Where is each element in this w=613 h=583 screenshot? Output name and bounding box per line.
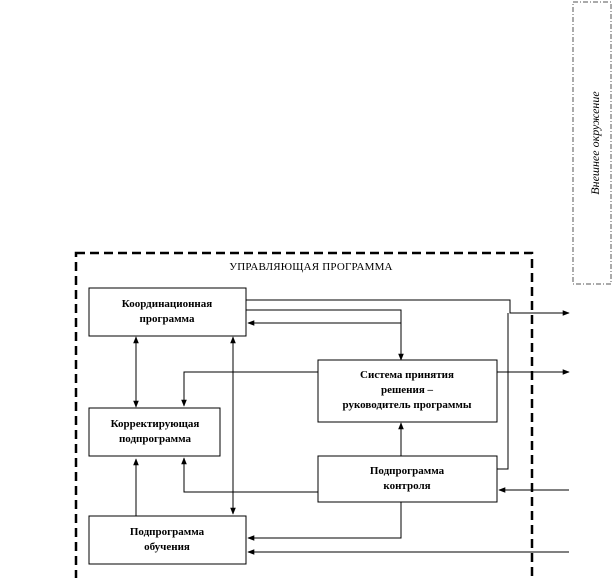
block-learning-line1: Подпрограмма	[130, 526, 205, 538]
arrow-decision-to-correction	[181, 371, 318, 407]
block-control: Подпрограмма контроля	[317, 455, 498, 503]
block-learning-line2: обучения	[144, 541, 190, 553]
block-correction-line1: Корректирующая	[111, 418, 200, 430]
external-environment-label: Внешнее окружение	[588, 91, 602, 195]
block-decision-line2: решения –	[381, 384, 434, 396]
block-learning-frame	[88, 515, 247, 565]
line-control-feedback-right	[497, 313, 509, 470]
block-decision-line1: Система принятия	[360, 369, 454, 381]
connectors	[133, 299, 570, 555]
container-title: УПРАВЛЯЮЩАЯ ПРОГРАММА	[229, 261, 392, 273]
block-control-line2: контроля	[383, 480, 430, 492]
container-frame	[74, 251, 534, 583]
block-correction-line2: подпрограмма	[119, 433, 192, 445]
block-control-line1: Подпрограмма	[370, 465, 445, 477]
block-coordination-frame	[88, 287, 247, 337]
block-coordination: Координационная программа	[88, 287, 247, 337]
arrow-control-to-correction	[181, 457, 318, 493]
external-environment: Внешнее окружение	[572, 1, 612, 285]
block-correction-frame	[88, 407, 221, 457]
block-control-frame	[317, 455, 498, 503]
block-coordination-line2: программа	[140, 313, 195, 325]
arrow-control-to-learning	[247, 502, 402, 541]
arrow-coordination-to-decision	[246, 309, 404, 361]
block-decision-line3: руководитель программы	[342, 399, 471, 411]
block-decision: Система принятия решения – руководитель …	[317, 359, 498, 423]
block-decision-frame	[317, 359, 498, 423]
block-correction: Корректирующая подпрограмма	[88, 407, 221, 457]
block-learning: Подпрограмма обучения	[88, 515, 247, 565]
block-coordination-line1: Координационная	[122, 298, 212, 310]
control-program-container: УПРАВЛЯЮЩАЯ ПРОГРАММА	[74, 251, 534, 583]
arrow-coordination-to-external-1	[246, 299, 570, 316]
